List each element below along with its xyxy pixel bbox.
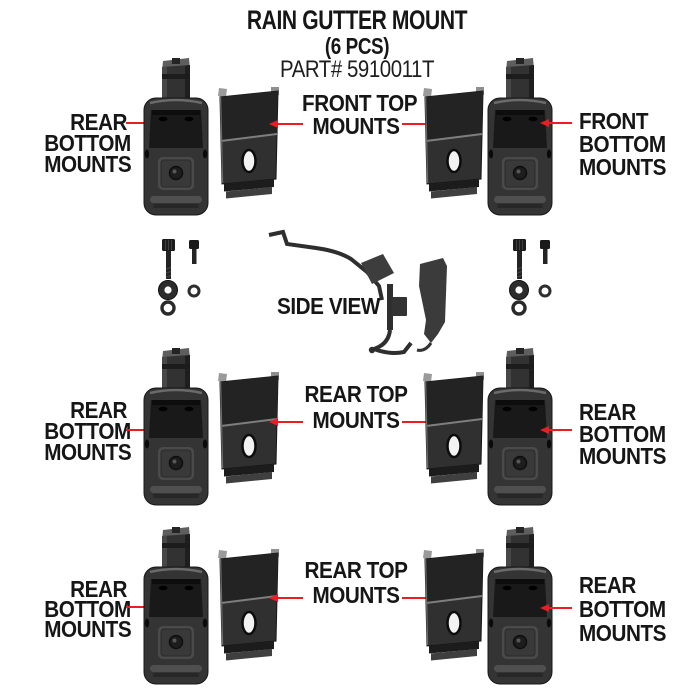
pieces-count: (6 PCS) xyxy=(324,33,390,59)
rear-top-mount-plate-image xyxy=(218,549,280,663)
rear-top-mount-plate-image xyxy=(423,549,485,663)
row1-center-label: FRONT TOP MOUNTS xyxy=(302,90,418,139)
row3-center-label: REAR TOP MOUNTS xyxy=(304,557,408,608)
rear-top-mount-plate-image xyxy=(218,372,280,486)
row1-left-label: REAR BOTTOM MOUNTS xyxy=(44,109,132,177)
rear-bottom-mount-bracket-image xyxy=(143,348,209,506)
pointer-arrow xyxy=(540,118,572,127)
pointer-arrow xyxy=(540,603,572,612)
rear-top-mount-plate-image xyxy=(423,372,485,486)
row2-center-label: REAR TOP MOUNTS xyxy=(304,381,408,433)
hardware-bolt-washer-set-image xyxy=(507,238,559,318)
front-bottom-mount-bracket-image xyxy=(487,58,553,216)
pointer-arrow xyxy=(269,119,303,128)
pointer-arrow xyxy=(269,593,303,602)
row2-left-label: REAR BOTTOM MOUNTS xyxy=(44,397,132,465)
diagram-header: RAIN GUTTER MOUNT (6 PCS) PART# 5910011T xyxy=(197,5,517,83)
rear-bottom-mount-bracket-image xyxy=(143,58,209,216)
side-view-label: SIDE VIEW xyxy=(277,293,380,319)
row3-right-label: REAR BOTTOM MOUNTS xyxy=(579,572,667,646)
pointer-arrow xyxy=(540,425,572,434)
row1-right-label: FRONT BOTTOM MOUNTS xyxy=(579,108,667,180)
pointer-arrow xyxy=(269,417,303,426)
front-top-mount-plate-image xyxy=(218,87,280,201)
front-top-mount-plate-image xyxy=(423,87,485,201)
row3-left-label: REAR BOTTOM MOUNTS xyxy=(44,576,132,642)
diagram-title: RAIN GUTTER MOUNT xyxy=(246,5,468,35)
row2-right-label: REAR BOTTOM MOUNTS xyxy=(579,399,667,469)
hardware-bolt-washer-set-image xyxy=(156,238,208,318)
part-number: PART# 5910011T xyxy=(280,56,434,83)
side-view-drawing xyxy=(266,222,461,362)
rear-bottom-mount-bracket-image xyxy=(143,527,209,685)
